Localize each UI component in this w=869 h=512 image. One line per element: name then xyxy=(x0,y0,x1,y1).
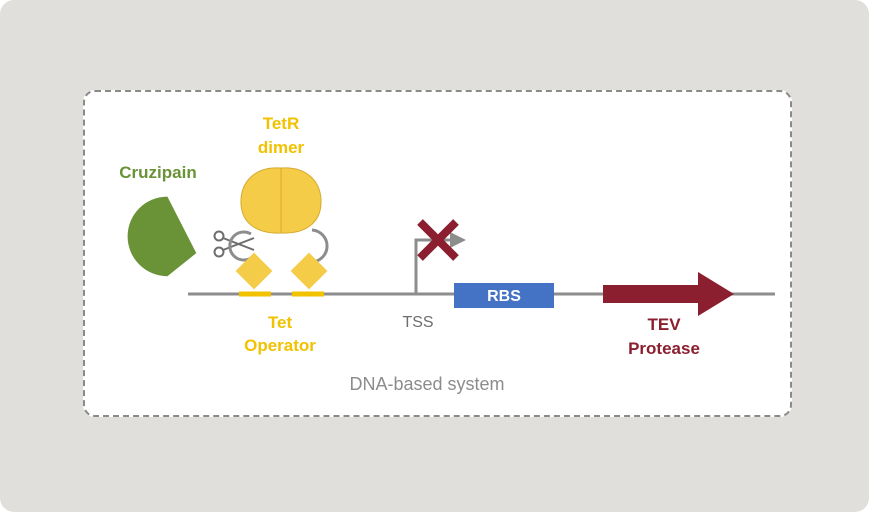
tetr-label-line2: dimer xyxy=(258,138,305,157)
tev-label-line1: TEV xyxy=(647,315,681,334)
cruzipain-pacman-icon xyxy=(127,196,197,277)
tet-operator-site-right xyxy=(292,291,324,297)
dna-system-panel xyxy=(83,90,792,417)
tet-operator-label-line1: Tet xyxy=(268,313,293,332)
cruzipain-label: Cruzipain xyxy=(119,163,196,182)
tet-operator-site-left xyxy=(239,291,271,297)
system-caption: DNA-based system xyxy=(349,374,504,394)
tss-label: TSS xyxy=(402,314,433,331)
operator-diamond-right xyxy=(290,252,328,290)
tev-label-line2: Protease xyxy=(628,339,700,358)
scissors-icon xyxy=(213,230,255,258)
rbs-label: RBS xyxy=(487,288,521,305)
tetr-dimer-icon xyxy=(240,167,322,234)
tet-operator-label-line2: Operator xyxy=(244,336,316,355)
rbs-box xyxy=(454,283,554,308)
tev-protease-gene-arrow xyxy=(603,272,734,316)
blocked-x-mark-icon xyxy=(417,219,459,261)
operator-diamond-left xyxy=(235,252,273,290)
tetr-linker-left xyxy=(228,230,252,262)
tetr-label-line1: TetR xyxy=(263,114,300,133)
